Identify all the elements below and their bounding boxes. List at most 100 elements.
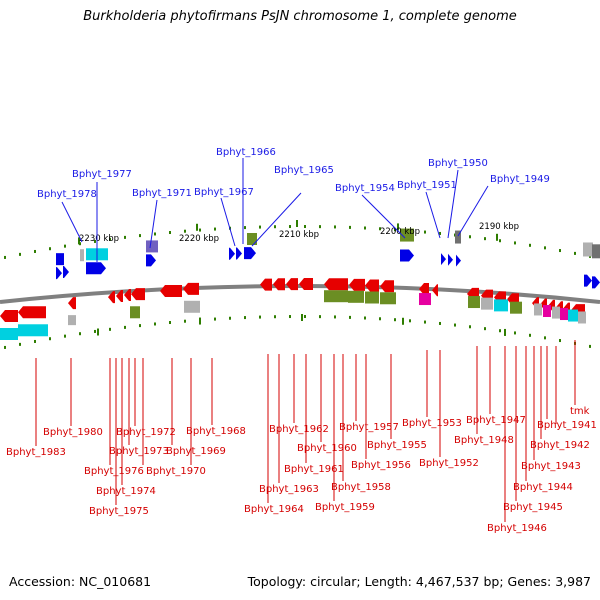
tick-mark: [499, 239, 501, 243]
label-leaders: [35, 158, 576, 522]
reverse-gene-arrow: [286, 278, 298, 291]
gene-label-1949[interactable]: Bphyt_1949: [490, 174, 550, 185]
gene-label-1966[interactable]: Bphyt_1966: [216, 147, 276, 158]
forward-gene-arrow: [229, 247, 235, 260]
tick-marks: [4, 220, 591, 349]
major-tick: [199, 317, 201, 325]
tick-mark: [4, 255, 6, 259]
gene-label-1962[interactable]: Bphyt_1962: [269, 424, 329, 435]
tick-mark: [184, 319, 186, 323]
forward-gene-arrow: [244, 247, 256, 260]
gene-label-1944[interactable]: Bphyt_1944: [513, 482, 573, 493]
gene-label-1960[interactable]: Bphyt_1960: [297, 443, 357, 454]
reverse-gene-arrow: [419, 283, 429, 296]
tick-mark: [19, 342, 21, 346]
gene-label-1951[interactable]: Bphyt_1951: [397, 180, 457, 191]
tick-mark: [319, 315, 321, 319]
reverse-gene-arrow: [116, 290, 123, 303]
gene-label-1963[interactable]: Bphyt_1963: [259, 484, 319, 495]
tick-mark: [124, 325, 126, 329]
gene-label-1955[interactable]: Bphyt_1955: [367, 440, 427, 451]
gene-label-1947[interactable]: Bphyt_1947: [466, 415, 526, 426]
tick-mark: [544, 336, 546, 340]
gene-label-1956[interactable]: Bphyt_1956: [351, 460, 411, 471]
gene-label-1970[interactable]: Bphyt_1970: [146, 466, 206, 477]
gene-label-1975[interactable]: Bphyt_1975: [89, 506, 149, 517]
tick-mark: [214, 227, 216, 231]
tick-mark: [514, 331, 516, 335]
feature-box: [583, 242, 593, 257]
gene-label-1968[interactable]: Bphyt_1968: [186, 426, 246, 437]
gene-label-1980[interactable]: Bphyt_1980: [43, 427, 103, 438]
tick-mark: [124, 235, 126, 239]
forward-gene-arrow: [56, 267, 62, 280]
feature-box: [80, 249, 84, 262]
gene-label-1942[interactable]: Bphyt_1942: [530, 440, 590, 451]
gene-label-1959[interactable]: Bphyt_1959: [315, 502, 375, 513]
tick-mark: [34, 249, 36, 253]
gene-label-1961[interactable]: Bphyt_1961: [284, 464, 344, 475]
tick-mark: [64, 334, 66, 338]
gene-label-1943[interactable]: Bphyt_1943: [521, 461, 581, 472]
tick-mark: [229, 316, 231, 320]
leader-line: [447, 169, 459, 239]
tick-mark: [34, 339, 36, 343]
major-tick: [496, 233, 498, 241]
major-tick: [97, 328, 99, 336]
tick-mark: [274, 225, 276, 229]
leader-line: [457, 185, 489, 237]
tick-mark: [394, 318, 396, 322]
gene-label-1964[interactable]: Bphyt_1964: [244, 504, 304, 515]
gene-label-1954[interactable]: Bphyt_1954: [335, 183, 395, 194]
tick-mark: [394, 228, 396, 232]
tick-mark: [259, 225, 261, 229]
leader-line: [361, 194, 406, 239]
tick-mark: [259, 315, 261, 319]
gene-label-1983[interactable]: Bphyt_1983: [6, 447, 66, 458]
major-tick: [504, 328, 506, 336]
gene-label-1977[interactable]: Bphyt_1977: [72, 169, 132, 180]
gene-label-1953[interactable]: Bphyt_1953: [402, 418, 462, 429]
gene-label-1969[interactable]: Bphyt_1969: [166, 446, 226, 457]
page-title: Burkholderia phytofirmans PsJN chromosom…: [83, 9, 517, 24]
gene-label-1950[interactable]: Bphyt_1950: [428, 158, 488, 169]
tick-mark: [364, 316, 366, 320]
reverse-gene-arrow: [260, 278, 272, 291]
forward-gene-arrow: [441, 253, 446, 266]
feature-box: [365, 291, 379, 304]
feature-box: [18, 324, 48, 337]
gene-label-1972[interactable]: Bphyt_1972: [116, 427, 176, 438]
gene-label-1941[interactable]: Bphyt_1941: [537, 420, 597, 431]
gene-label-tmk[interactable]: tmk: [570, 406, 590, 417]
tick-mark: [379, 317, 381, 321]
gene-label-1974[interactable]: Bphyt_1974: [96, 486, 156, 497]
gene-label-1948[interactable]: Bphyt_1948: [454, 435, 514, 446]
leader-line: [61, 201, 83, 243]
major-tick: [296, 220, 298, 228]
tick-mark: [439, 321, 441, 325]
major-tick: [78, 237, 80, 245]
tick-mark: [409, 319, 411, 323]
tick-mark: [454, 323, 456, 327]
gene-label-1971[interactable]: Bphyt_1971: [132, 188, 192, 199]
tick-mark: [169, 321, 171, 325]
forward-gene-arrow: [236, 247, 242, 260]
gene-label-1967[interactable]: Bphyt_1967: [194, 187, 254, 198]
gene-label-1946[interactable]: Bphyt_1946: [487, 523, 547, 534]
gene-label-1978[interactable]: Bphyt_1978: [37, 189, 97, 200]
gene-label-1957[interactable]: Bphyt_1957: [339, 422, 399, 433]
tick-mark: [154, 232, 156, 236]
gene-label-1976[interactable]: Bphyt_1976: [84, 466, 144, 477]
reverse-gene-arrow: [380, 280, 394, 293]
gene-label-1945[interactable]: Bphyt_1945: [503, 502, 563, 513]
gene-label-1958[interactable]: Bphyt_1958: [331, 482, 391, 493]
forward-gene-arrow: [456, 254, 461, 267]
gene-label-1973[interactable]: Bphyt_1973: [109, 446, 169, 457]
gene-label-1965[interactable]: Bphyt_1965: [274, 165, 334, 176]
tick-mark: [319, 225, 321, 229]
kbp-label-2200: 2200 kbp: [380, 227, 420, 237]
tick-mark: [559, 339, 561, 343]
gene-label-1952[interactable]: Bphyt_1952: [419, 458, 479, 469]
feature-box: [247, 232, 257, 245]
